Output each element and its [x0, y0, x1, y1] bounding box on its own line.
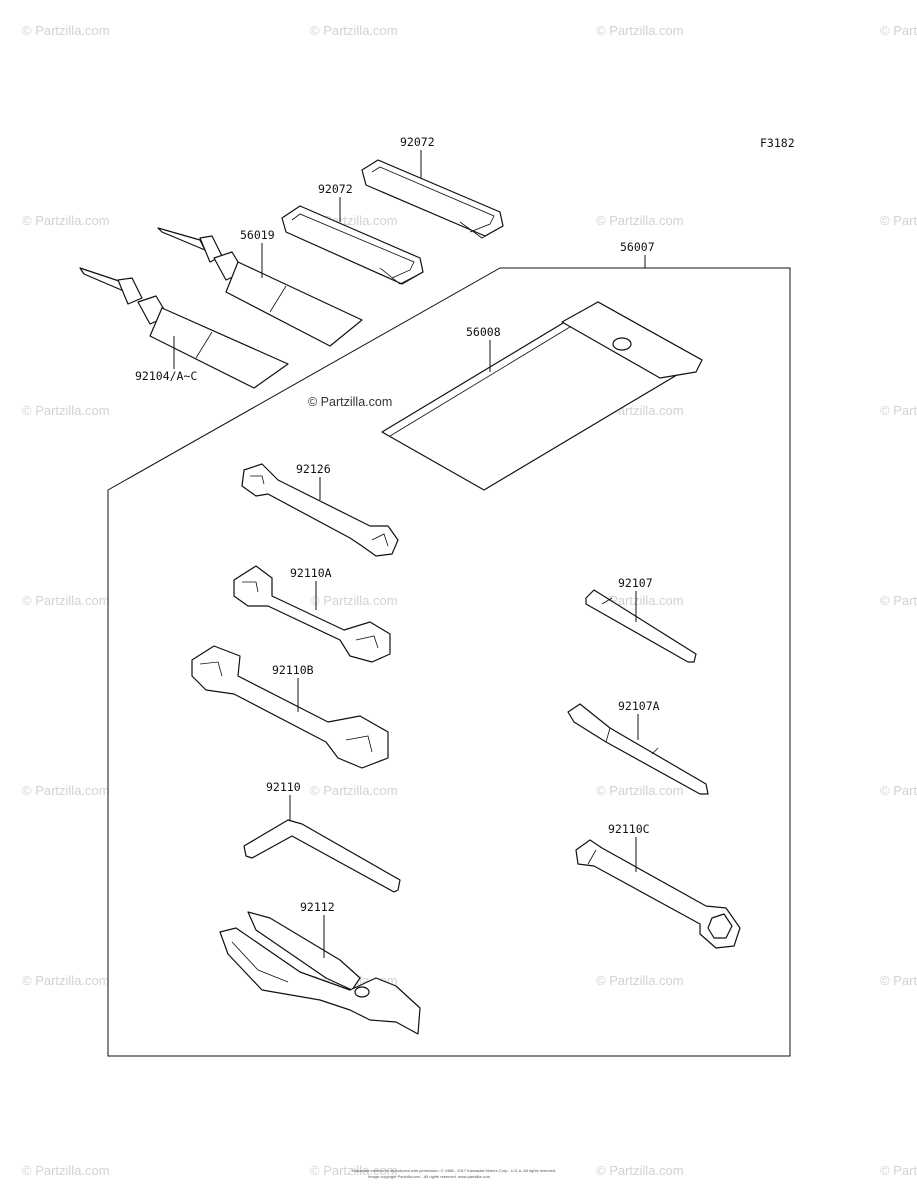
label-hex-key: 92110	[266, 780, 301, 794]
strap-upper	[361, 159, 504, 239]
tool-bag	[381, 301, 703, 491]
screwdriver-92107a	[567, 703, 709, 795]
watermark-text: © Partzilla.com	[880, 213, 917, 228]
watermark-text: © Partzilla.com	[22, 1163, 110, 1178]
wrench-92110b	[191, 645, 389, 769]
label-tool-case: 56007	[620, 240, 655, 254]
watermark-text: © Partzilla.com	[596, 23, 684, 38]
label-wrench-92126: 92126	[296, 462, 331, 476]
watermark-text: © Partzilla.com	[22, 403, 110, 418]
strap-lower	[281, 205, 424, 285]
watermark-text: © Partzilla.com	[310, 23, 398, 38]
label-strap-lower: 92072	[318, 182, 353, 196]
watermark-text: © Partzilla.com	[880, 593, 917, 608]
watermark-text: © Partzilla.com	[596, 783, 684, 798]
tube-upper	[157, 227, 363, 347]
footer-copyright-line2: Image copyright Partzilla.com - All righ…	[368, 1174, 491, 1179]
label-screwdriver-92107a: 92107A	[618, 699, 660, 713]
watermark-text: © Partzilla.com	[880, 1163, 917, 1178]
wrench-92126	[241, 463, 399, 557]
watermark-text: © Partzilla.com	[22, 973, 110, 988]
footer-copyright-line1: Kawasaki material is reproduced with per…	[352, 1168, 556, 1173]
watermark-text: © Partzilla.com	[310, 593, 398, 608]
watermark-text: © Partzilla.com	[310, 783, 398, 798]
label-tube-lower: 92104/A~C	[135, 369, 197, 383]
tube-lower	[79, 267, 289, 389]
pliers-92112	[219, 911, 421, 1035]
watermark-text: © Partzilla.com	[596, 213, 684, 228]
screwdriver-92107	[585, 589, 697, 663]
socket-wrench-92110c	[575, 839, 741, 949]
watermark-grid: © Partzilla.com © Partzilla.com © Partzi…	[22, 23, 917, 1178]
wrench-92110a	[233, 565, 391, 663]
tool-case-outline	[107, 267, 791, 1057]
watermark-text: © Partzilla.com	[880, 403, 917, 418]
watermark-text: © Partzilla.com	[22, 213, 110, 228]
watermark-text: © Partzilla.com	[310, 1163, 398, 1178]
watermark-text: © Partzilla.com	[880, 783, 917, 798]
label-pliers: 92112	[300, 900, 335, 914]
watermark-text: © Partzilla.com	[596, 593, 684, 608]
watermark-text: © Partzilla.com	[880, 973, 917, 988]
label-tool-bag: 56008	[466, 325, 501, 339]
label-tube-upper: 56019	[240, 228, 275, 242]
watermark-text: © Partzilla.com	[880, 23, 917, 38]
figure-code: F3182	[760, 136, 795, 150]
watermark-text: © Partzilla.com	[22, 593, 110, 608]
watermark-text: © Partzilla.com	[22, 783, 110, 798]
watermark-text: © Partzilla.com	[22, 23, 110, 38]
label-wrench-92110b: 92110B	[272, 663, 314, 677]
label-strap-upper: 92072	[400, 135, 435, 149]
label-socket-wrench: 92110C	[608, 822, 650, 836]
watermark-text: © Partzilla.com	[596, 973, 684, 988]
watermark-center: © Partzilla.com	[308, 395, 392, 409]
watermark-text: © Partzilla.com	[596, 1163, 684, 1178]
label-wrench-92110a: 92110A	[290, 566, 332, 580]
hex-key-92110	[243, 819, 401, 893]
label-screwdriver-92107: 92107	[618, 576, 653, 590]
